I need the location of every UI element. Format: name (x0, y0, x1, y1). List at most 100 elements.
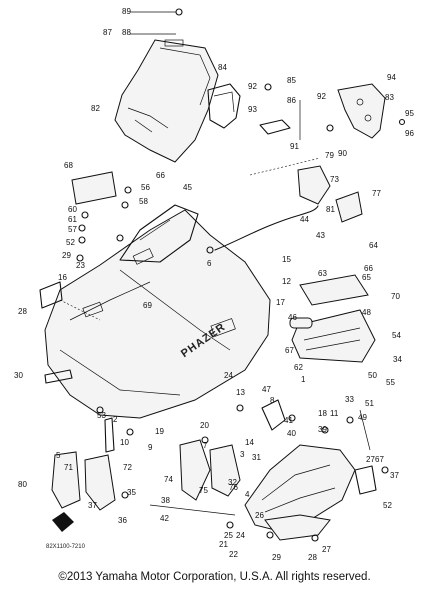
label-67b: 67 (375, 455, 384, 464)
label-29: 29 (62, 251, 71, 260)
label-92b: 92 (317, 92, 326, 101)
label-9: 9 (148, 443, 153, 452)
label-54: 54 (392, 331, 401, 340)
side-plate (71, 171, 117, 205)
label-20: 20 (200, 421, 209, 430)
label-16: 16 (58, 273, 67, 282)
label-41: 41 (284, 416, 293, 425)
label-88: 88 (122, 28, 131, 37)
label-7: 7 (203, 441, 208, 450)
label-6: 6 (207, 259, 212, 268)
label-26: 26 (255, 511, 264, 520)
label-37b: 37 (390, 471, 399, 480)
label-11: 11 (330, 409, 339, 418)
label-61: 61 (68, 215, 77, 224)
label-84: 84 (218, 63, 227, 72)
part-labels: 89 87 88 82 84 92 85 86 91 93 94 83 92 9… (14, 7, 414, 562)
label-85: 85 (287, 76, 296, 85)
label-87: 87 (103, 28, 112, 37)
label-89: 89 (122, 7, 131, 16)
label-30: 30 (14, 371, 23, 380)
label-91: 91 (290, 142, 299, 151)
windshield (114, 39, 219, 163)
label-57: 57 (68, 225, 77, 234)
right-panel (289, 274, 376, 363)
label-22: 22 (229, 550, 238, 559)
label-28b: 28 (308, 553, 317, 562)
label-3: 3 (240, 450, 245, 459)
label-31: 31 (252, 453, 261, 462)
label-13: 13 (236, 388, 245, 397)
lower-cover (264, 514, 331, 541)
main-hood: PHAZER (44, 209, 271, 419)
label-46: 46 (288, 313, 297, 322)
label-76: 76 (229, 483, 238, 492)
label-82: 82 (91, 104, 100, 113)
label-55: 55 (386, 378, 395, 387)
label-21: 21 (219, 540, 228, 549)
headlight-bracket (337, 83, 386, 139)
label-81: 81 (326, 205, 335, 214)
label-71: 71 (64, 463, 73, 472)
lower-fasteners (44, 369, 389, 542)
label-2: 2 (113, 415, 118, 424)
label-40: 40 (287, 429, 296, 438)
label-60: 60 (68, 205, 77, 214)
label-5: 5 (56, 451, 61, 460)
left-small-parts (39, 186, 132, 321)
label-67: 67 (285, 346, 294, 355)
label-18: 18 (318, 409, 327, 418)
label-25: 25 (224, 531, 233, 540)
label-53: 53 (97, 411, 106, 420)
side-brackets (249, 157, 363, 223)
label-74: 74 (164, 475, 173, 484)
label-27: 27 (366, 455, 375, 464)
top-fasteners (130, 8, 183, 35)
label-80: 80 (18, 480, 27, 489)
label-35: 35 (127, 488, 136, 497)
copyright-notice: ©2013 Yamaha Motor Corporation, U.S.A. A… (58, 571, 371, 583)
label-63: 63 (318, 269, 327, 278)
retainer-clip (52, 512, 74, 532)
label-29b: 29 (272, 553, 281, 562)
label-90: 90 (338, 149, 347, 158)
label-93: 93 (248, 105, 257, 114)
label-69: 69 (143, 301, 152, 310)
label-19: 19 (155, 427, 164, 436)
label-10: 10 (120, 438, 129, 447)
label-75: 75 (199, 486, 208, 495)
label-52: 52 (66, 238, 75, 247)
label-79: 79 (325, 151, 334, 160)
label-50: 50 (368, 371, 377, 380)
label-66b: 66 (364, 264, 373, 273)
label-28: 28 (18, 307, 27, 316)
control-cable (206, 205, 319, 254)
label-96: 96 (405, 129, 414, 138)
label-73: 73 (330, 175, 339, 184)
label-83: 83 (385, 93, 394, 102)
label-24: 24 (224, 371, 233, 380)
reference-code: 82X1100-7210 (46, 544, 86, 550)
label-68: 68 (64, 161, 73, 170)
label-33: 33 (345, 395, 354, 404)
label-4: 4 (245, 490, 250, 499)
label-45: 45 (183, 183, 192, 192)
label-36: 36 (118, 516, 127, 525)
label-95: 95 (405, 109, 414, 118)
label-47: 47 (262, 385, 271, 394)
label-48: 48 (362, 308, 371, 317)
windshield-bracket (207, 83, 241, 129)
label-8: 8 (270, 396, 275, 405)
label-32: 32 (228, 478, 237, 487)
upper-dash (119, 204, 199, 263)
label-86: 86 (287, 96, 296, 105)
label-92: 92 (248, 82, 257, 91)
label-52b: 52 (383, 501, 392, 510)
label-24b: 24 (236, 531, 245, 540)
label-56: 56 (141, 183, 150, 192)
label-34: 34 (393, 355, 402, 364)
label-17: 17 (276, 298, 285, 307)
label-39: 39 (318, 425, 327, 434)
label-15: 15 (282, 255, 291, 264)
